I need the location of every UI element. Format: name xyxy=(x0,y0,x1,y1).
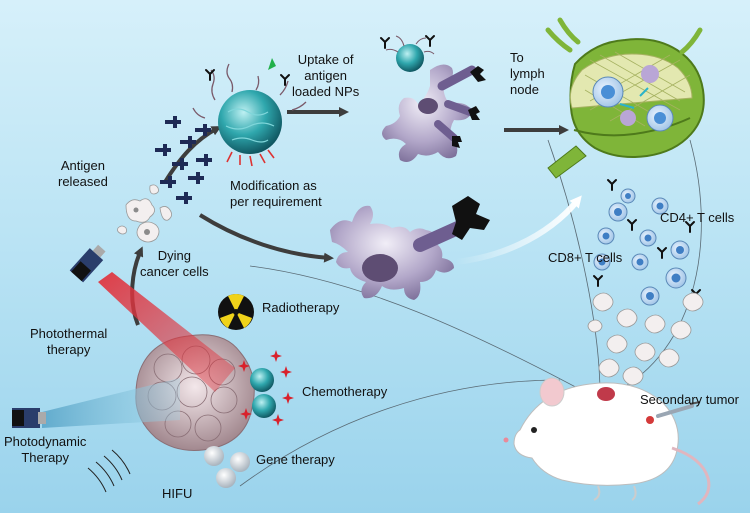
label-dying-line-1: Dying xyxy=(157,248,191,263)
dendritic-cell-main xyxy=(330,196,490,300)
label-lymph-line-2: lymph xyxy=(510,66,545,81)
antigen-nanoparticle xyxy=(192,58,307,167)
label-modification: Modification as per requirement xyxy=(230,178,322,210)
label-lymph-line-1: To xyxy=(510,50,524,65)
lymph-node xyxy=(545,17,705,179)
label-cd8: CD8+ T cells xyxy=(548,250,623,265)
label-dying-cancer-cells: Dying cancer cells xyxy=(140,248,209,280)
photothermal-laser xyxy=(69,244,235,392)
radiotherapy-icon xyxy=(218,294,254,330)
label-modification-line-1: Modification as xyxy=(230,178,317,193)
dead-cancer-cells xyxy=(587,292,704,386)
connector-line-4 xyxy=(607,139,702,396)
label-uptake-line-1: Uptake of xyxy=(297,52,354,67)
arrow-antigen-np xyxy=(163,126,222,184)
label-antigen-line-2: released xyxy=(58,174,108,189)
label-gene-therapy: Gene therapy xyxy=(256,452,335,467)
label-secondary-tumor: Secondary tumor xyxy=(640,392,739,407)
label-to-lymph-node: To lymph node xyxy=(510,50,545,98)
label-photothermal-line-2: therapy xyxy=(46,342,91,357)
label-hifu: HIFU xyxy=(162,486,193,501)
arrow-to-dc xyxy=(198,213,334,263)
hifu-waves xyxy=(87,449,131,493)
dendritic-cell-uptake xyxy=(380,35,486,162)
label-cd4: CD4+ T cells xyxy=(660,210,735,225)
label-uptake-line-2: antigen xyxy=(304,68,347,83)
connector-line-2 xyxy=(239,379,561,487)
released-antigens xyxy=(155,116,212,204)
label-photodynamic: Photodynamic Therapy xyxy=(4,434,86,466)
photodynamic-laser xyxy=(12,378,180,428)
label-photodynamic-line-2: Therapy xyxy=(21,450,70,465)
label-lymph-line-3: node xyxy=(510,82,539,97)
chemotherapy-nanoparticles xyxy=(238,350,294,426)
mouse xyxy=(503,377,711,506)
label-dying-line-2: cancer cells xyxy=(140,264,209,279)
label-radiotherapy: Radiotherapy xyxy=(262,300,340,315)
dying-cancer-fragments xyxy=(117,184,172,243)
label-photothermal: Photothermal therapy xyxy=(30,326,107,358)
label-uptake-line-3: loaded NPs xyxy=(292,84,360,99)
arrow-dc-lymph xyxy=(454,195,582,265)
label-photodynamic-line-1: Photodynamic xyxy=(4,434,87,449)
t-cell-cluster xyxy=(593,179,701,306)
label-modification-line-2: per requirement xyxy=(230,194,322,209)
label-photothermal-line-1: Photothermal xyxy=(30,326,108,341)
connector-line-1 xyxy=(249,265,601,401)
label-uptake: Uptake of antigen loaded NPs xyxy=(292,52,359,100)
label-antigen-line-1: Antigen xyxy=(60,158,105,173)
label-antigen-released: Antigen released xyxy=(58,158,108,190)
arrow-dying-up xyxy=(130,246,144,326)
gene-therapy-nanoparticles xyxy=(204,446,250,488)
label-chemotherapy: Chemotherapy xyxy=(302,384,388,399)
